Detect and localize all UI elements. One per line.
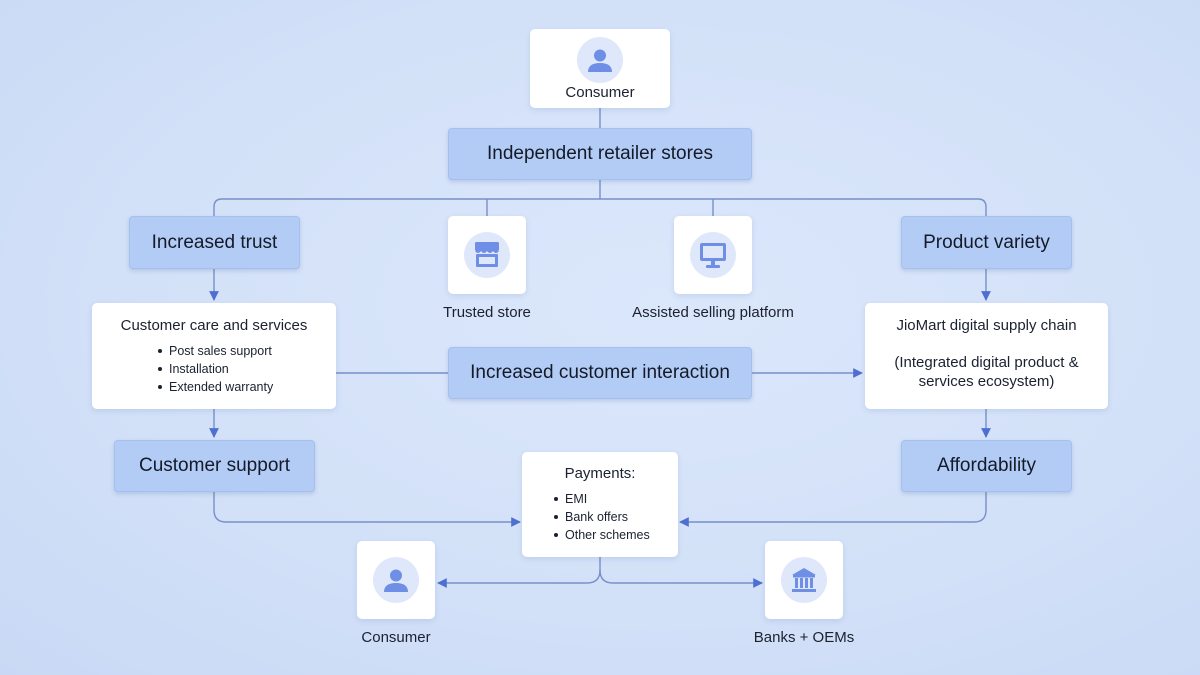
jiomart-title: JioMart digital supply chain — [896, 317, 1077, 334]
customer-care-list: Post sales support Installation Extended… — [157, 342, 273, 396]
consumer-top-label: Consumer — [565, 84, 635, 101]
independent-retailer-node: Independent retailer stores — [448, 128, 752, 180]
list-item: Bank offers — [553, 508, 650, 526]
user-icon — [373, 557, 419, 603]
list-item: Extended warranty — [157, 378, 273, 396]
affordability-node: Affordability — [901, 440, 1072, 492]
banks-oems-card — [765, 541, 843, 619]
customer-care-title: Customer care and services — [120, 317, 308, 334]
jiomart-card: JioMart digital supply chain (Integrated… — [865, 303, 1108, 409]
list-item: Installation — [157, 360, 273, 378]
consumer-bottom-label: Consumer — [361, 629, 431, 646]
payments-card: Payments: EMI Bank offers Other schemes — [522, 452, 678, 557]
increased-interaction-node: Increased customer interaction — [448, 347, 752, 399]
storefront-icon — [464, 232, 510, 278]
bank-icon — [781, 557, 827, 603]
payments-title: Payments: — [564, 465, 636, 482]
trusted-store-label: Trusted store — [443, 304, 531, 321]
assisted-selling-label: Assisted selling platform — [632, 304, 794, 321]
banks-oems-label: Banks + OEMs — [753, 629, 855, 646]
jiomart-subtitle: (Integrated digital product & services e… — [894, 354, 1079, 390]
list-item: Post sales support — [157, 342, 273, 360]
trusted-store-card — [448, 216, 526, 294]
list-item: Other schemes — [553, 526, 650, 544]
consumer-top-card: Consumer — [530, 29, 670, 108]
customer-care-card: Customer care and services Post sales su… — [92, 303, 336, 409]
product-variety-node: Product variety — [901, 216, 1072, 269]
customer-support-node: Customer support — [114, 440, 315, 492]
user-icon — [577, 37, 623, 83]
consumer-bottom-card — [357, 541, 435, 619]
assisted-selling-card — [674, 216, 752, 294]
monitor-icon — [690, 232, 736, 278]
increased-trust-node: Increased trust — [129, 216, 300, 269]
list-item: EMI — [553, 490, 650, 508]
payments-list: EMI Bank offers Other schemes — [553, 490, 650, 544]
